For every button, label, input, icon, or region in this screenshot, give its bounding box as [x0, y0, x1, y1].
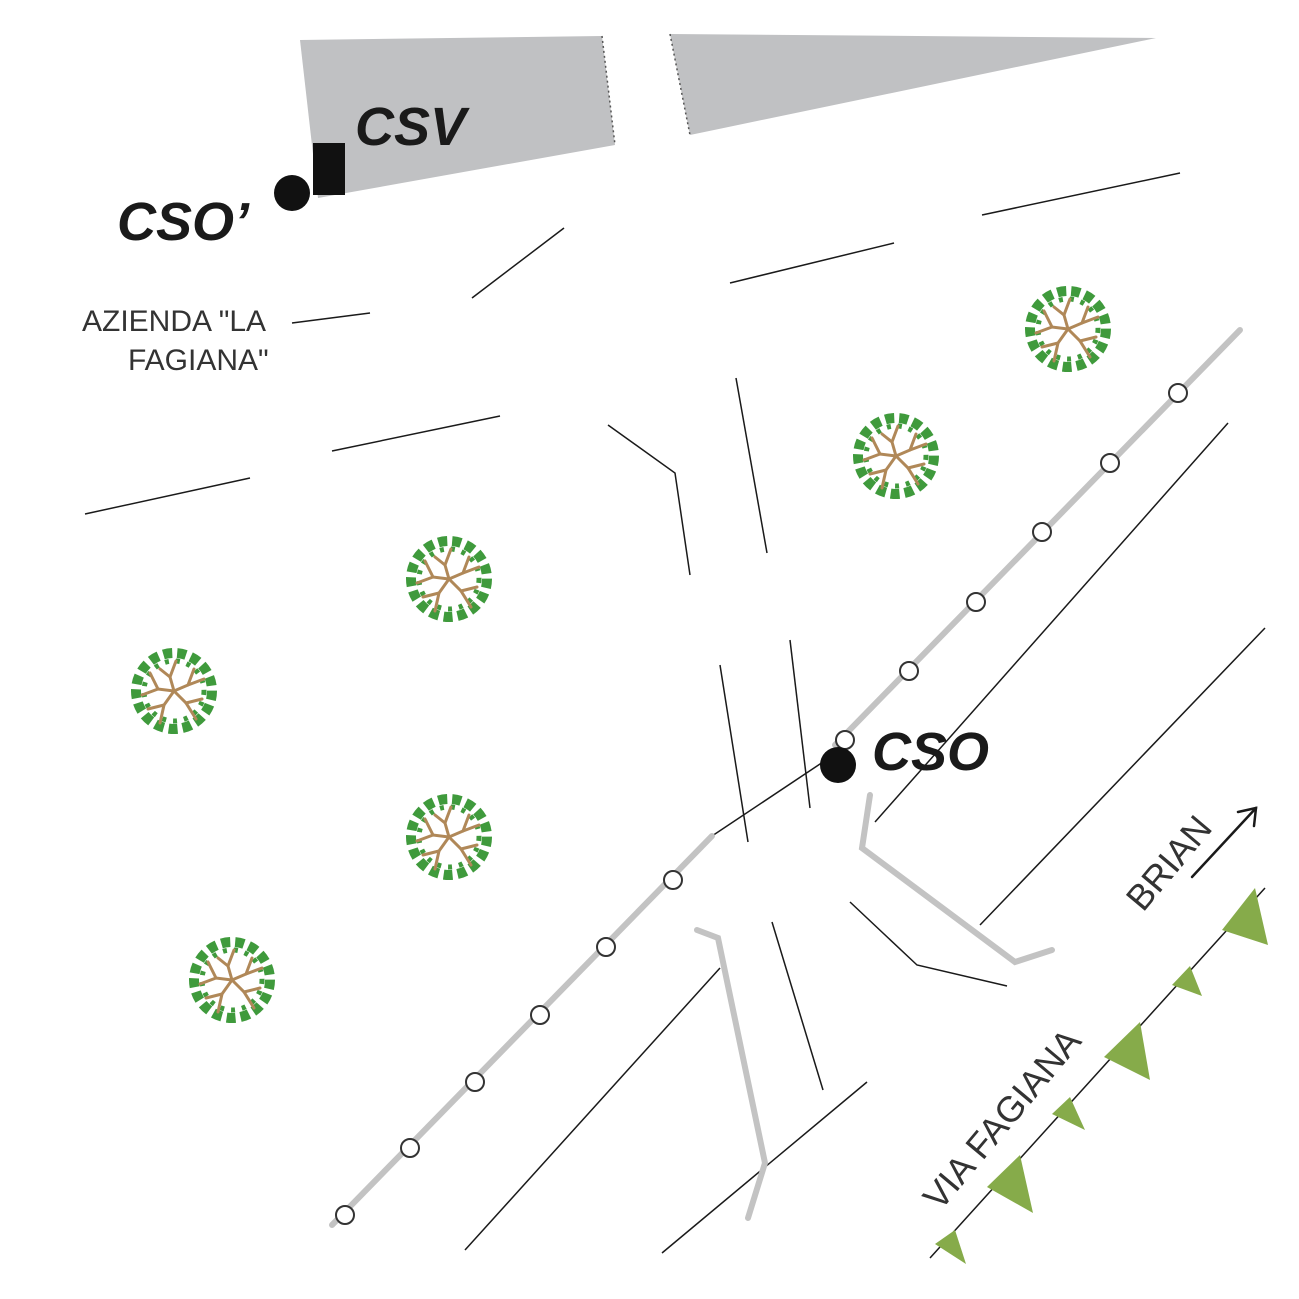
tree-icon [858, 418, 934, 494]
tree-icon [411, 541, 487, 617]
tree-icon [411, 799, 487, 875]
cso-prime-marker[interactable] [274, 175, 310, 211]
triangle-hedge-icon [1172, 966, 1202, 996]
cso-marker[interactable] [820, 747, 856, 783]
azienda-label-line1: AZIENDA "LA [82, 305, 266, 338]
hedge-row [935, 888, 1268, 1264]
csv-station-marker[interactable] [313, 143, 345, 195]
cso-label: CSO [872, 722, 989, 782]
arrow-northeast-icon [1190, 806, 1258, 879]
road-lines [84, 172, 1266, 1259]
building-northeast [670, 34, 1156, 135]
tree-icon [136, 653, 212, 729]
trees [136, 291, 1106, 1018]
triangle-hedge-icon [1222, 888, 1268, 945]
tree-icon [1030, 291, 1106, 367]
azienda-label-line2: FAGIANA" [128, 344, 269, 377]
tree-icon [194, 942, 270, 1018]
triangle-hedge-icon [987, 1155, 1033, 1213]
triangle-hedge-icon [1052, 1097, 1085, 1130]
triangle-hedge-icon [935, 1230, 966, 1264]
triangle-hedge-icon [1104, 1022, 1150, 1080]
rail-stations [335, 383, 1188, 1225]
building-csv [300, 36, 615, 198]
cso-prime-label: CSO’ [117, 192, 250, 252]
csv-label: CSV [355, 97, 470, 157]
building-outline [601, 33, 691, 146]
